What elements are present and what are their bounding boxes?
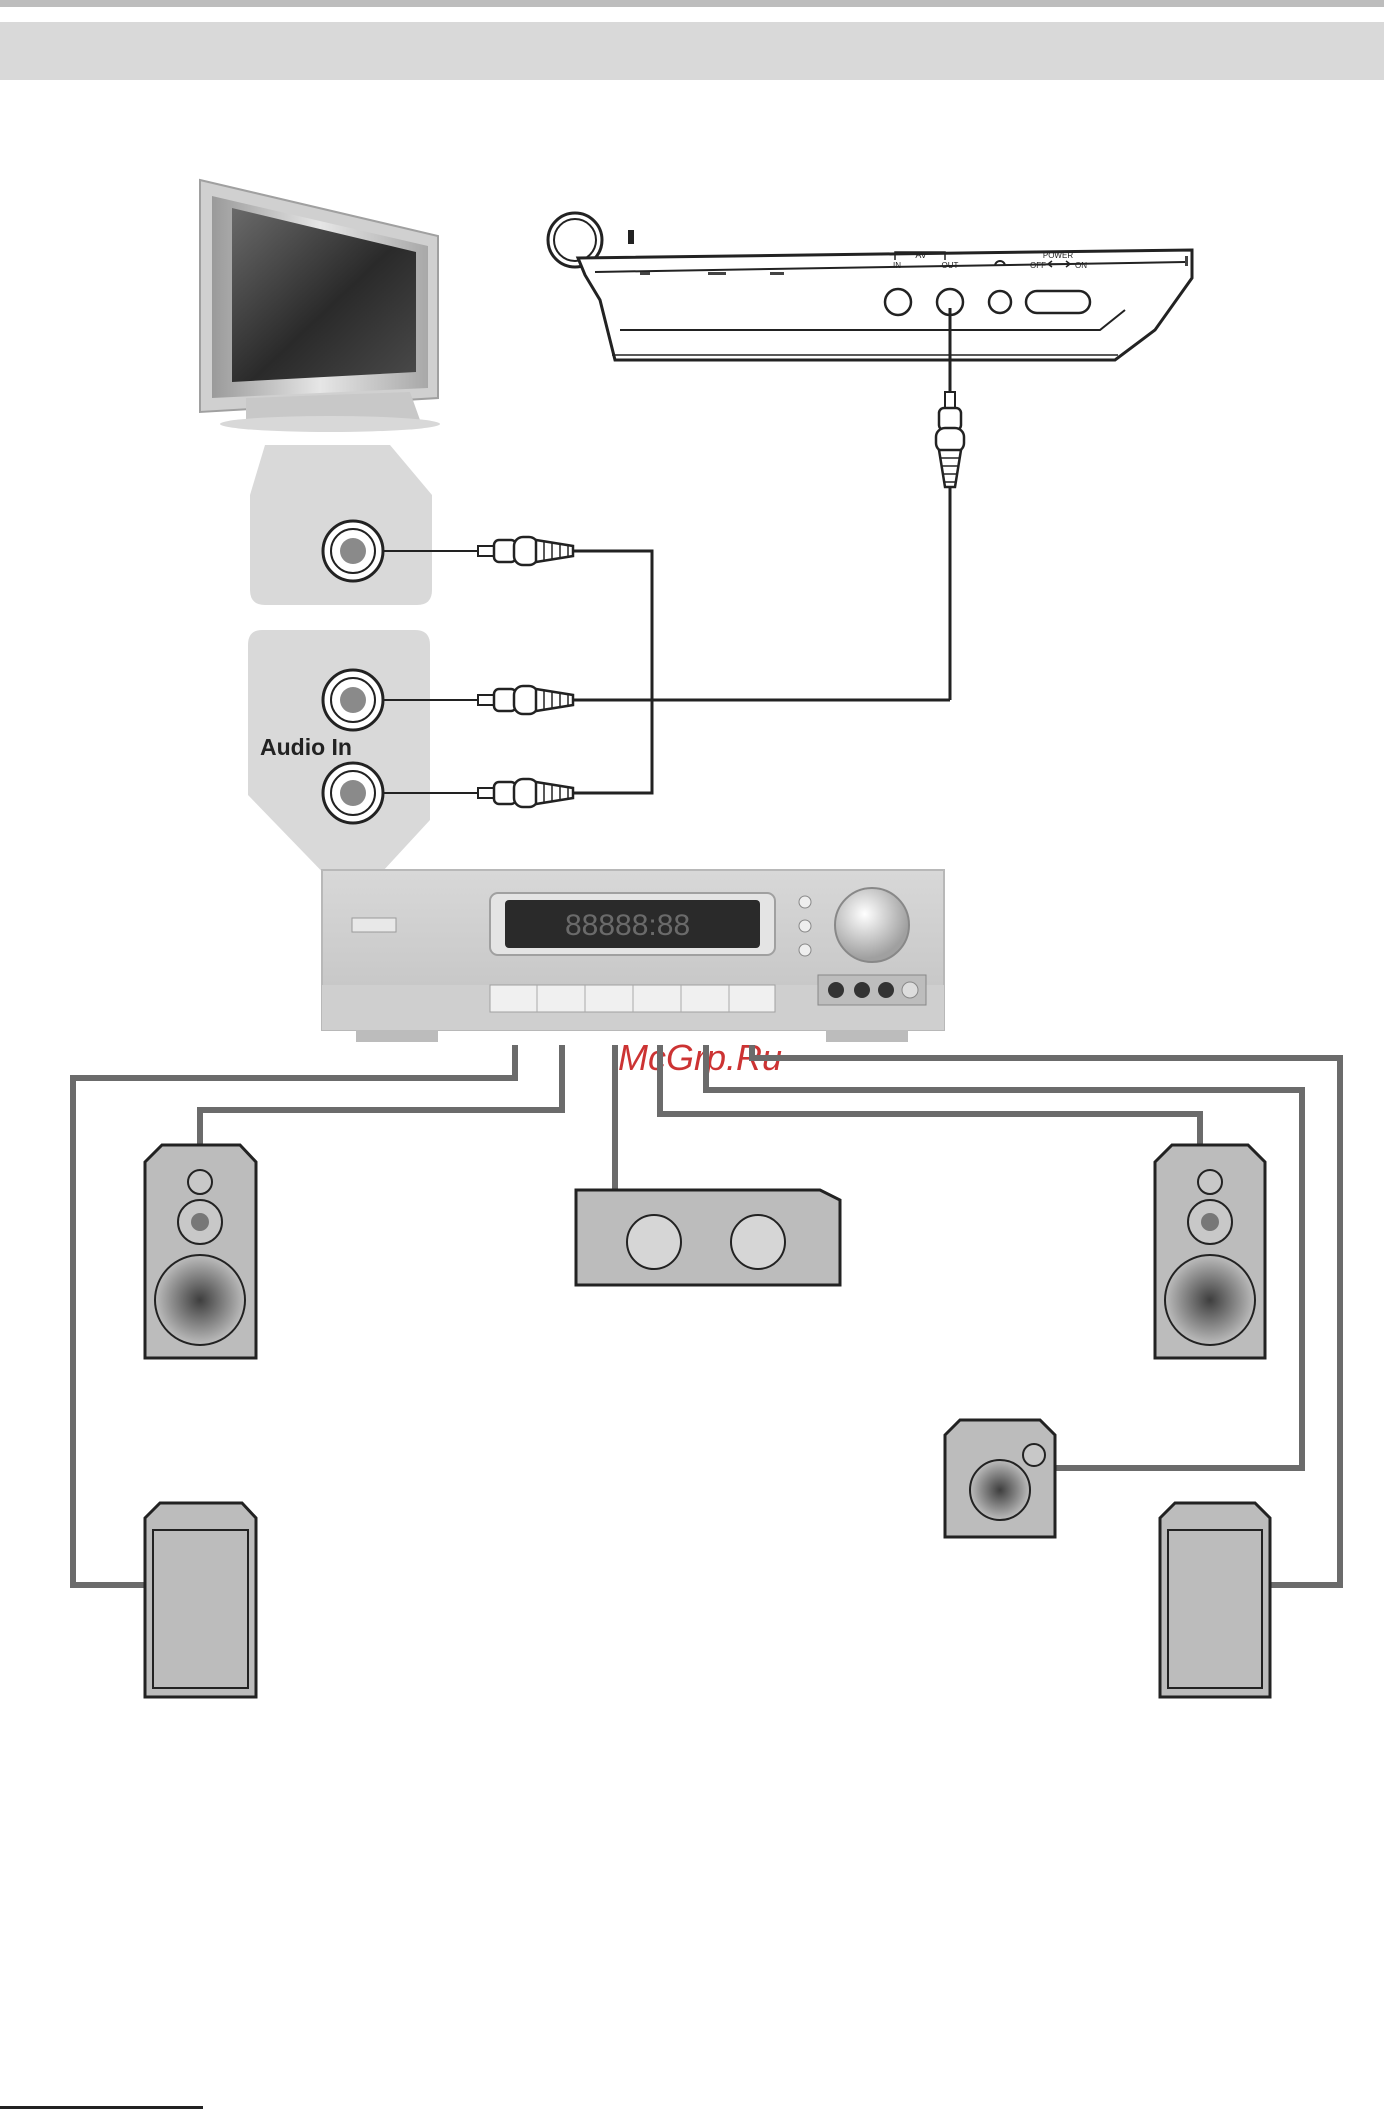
center-speaker-icon xyxy=(576,1190,840,1285)
av-label: AV xyxy=(915,250,926,260)
audio-in-jack-lower xyxy=(323,763,383,823)
audio-in-jack-upper xyxy=(323,670,383,730)
portable-player-icon: AV IN OUT POWER OFF ON xyxy=(548,213,1192,360)
video-in-jack xyxy=(323,521,383,581)
rear-left-speaker-icon xyxy=(145,1503,256,1697)
av-out-label: OUT xyxy=(942,261,959,270)
footer-rule xyxy=(0,2106,203,2109)
power-off-label: OFF xyxy=(1030,261,1046,270)
front-right-speaker-icon xyxy=(1155,1145,1265,1358)
header-bar xyxy=(0,22,1384,80)
subwoofer-icon xyxy=(945,1420,1055,1537)
tv-icon xyxy=(200,180,440,432)
power-label: POWER xyxy=(1043,251,1073,260)
speaker-wires xyxy=(73,1045,1340,1585)
tv-audio-input-panel: Audio In xyxy=(248,630,430,885)
front-left-speaker-icon xyxy=(145,1145,256,1358)
av-receiver-icon: 88888:88 xyxy=(322,870,944,1042)
tv-video-input-panel xyxy=(250,445,432,605)
volume-knob-icon xyxy=(835,888,909,962)
player-av-cable xyxy=(936,308,964,700)
tv-connection-cables xyxy=(383,537,950,807)
receiver-display: 88888:88 xyxy=(565,909,690,942)
top-rule xyxy=(0,0,1384,7)
power-on-label: ON xyxy=(1075,261,1087,270)
av-in-label: IN xyxy=(893,261,901,270)
audio-in-label: Audio In xyxy=(260,734,352,760)
rear-right-speaker-icon xyxy=(1160,1503,1270,1697)
